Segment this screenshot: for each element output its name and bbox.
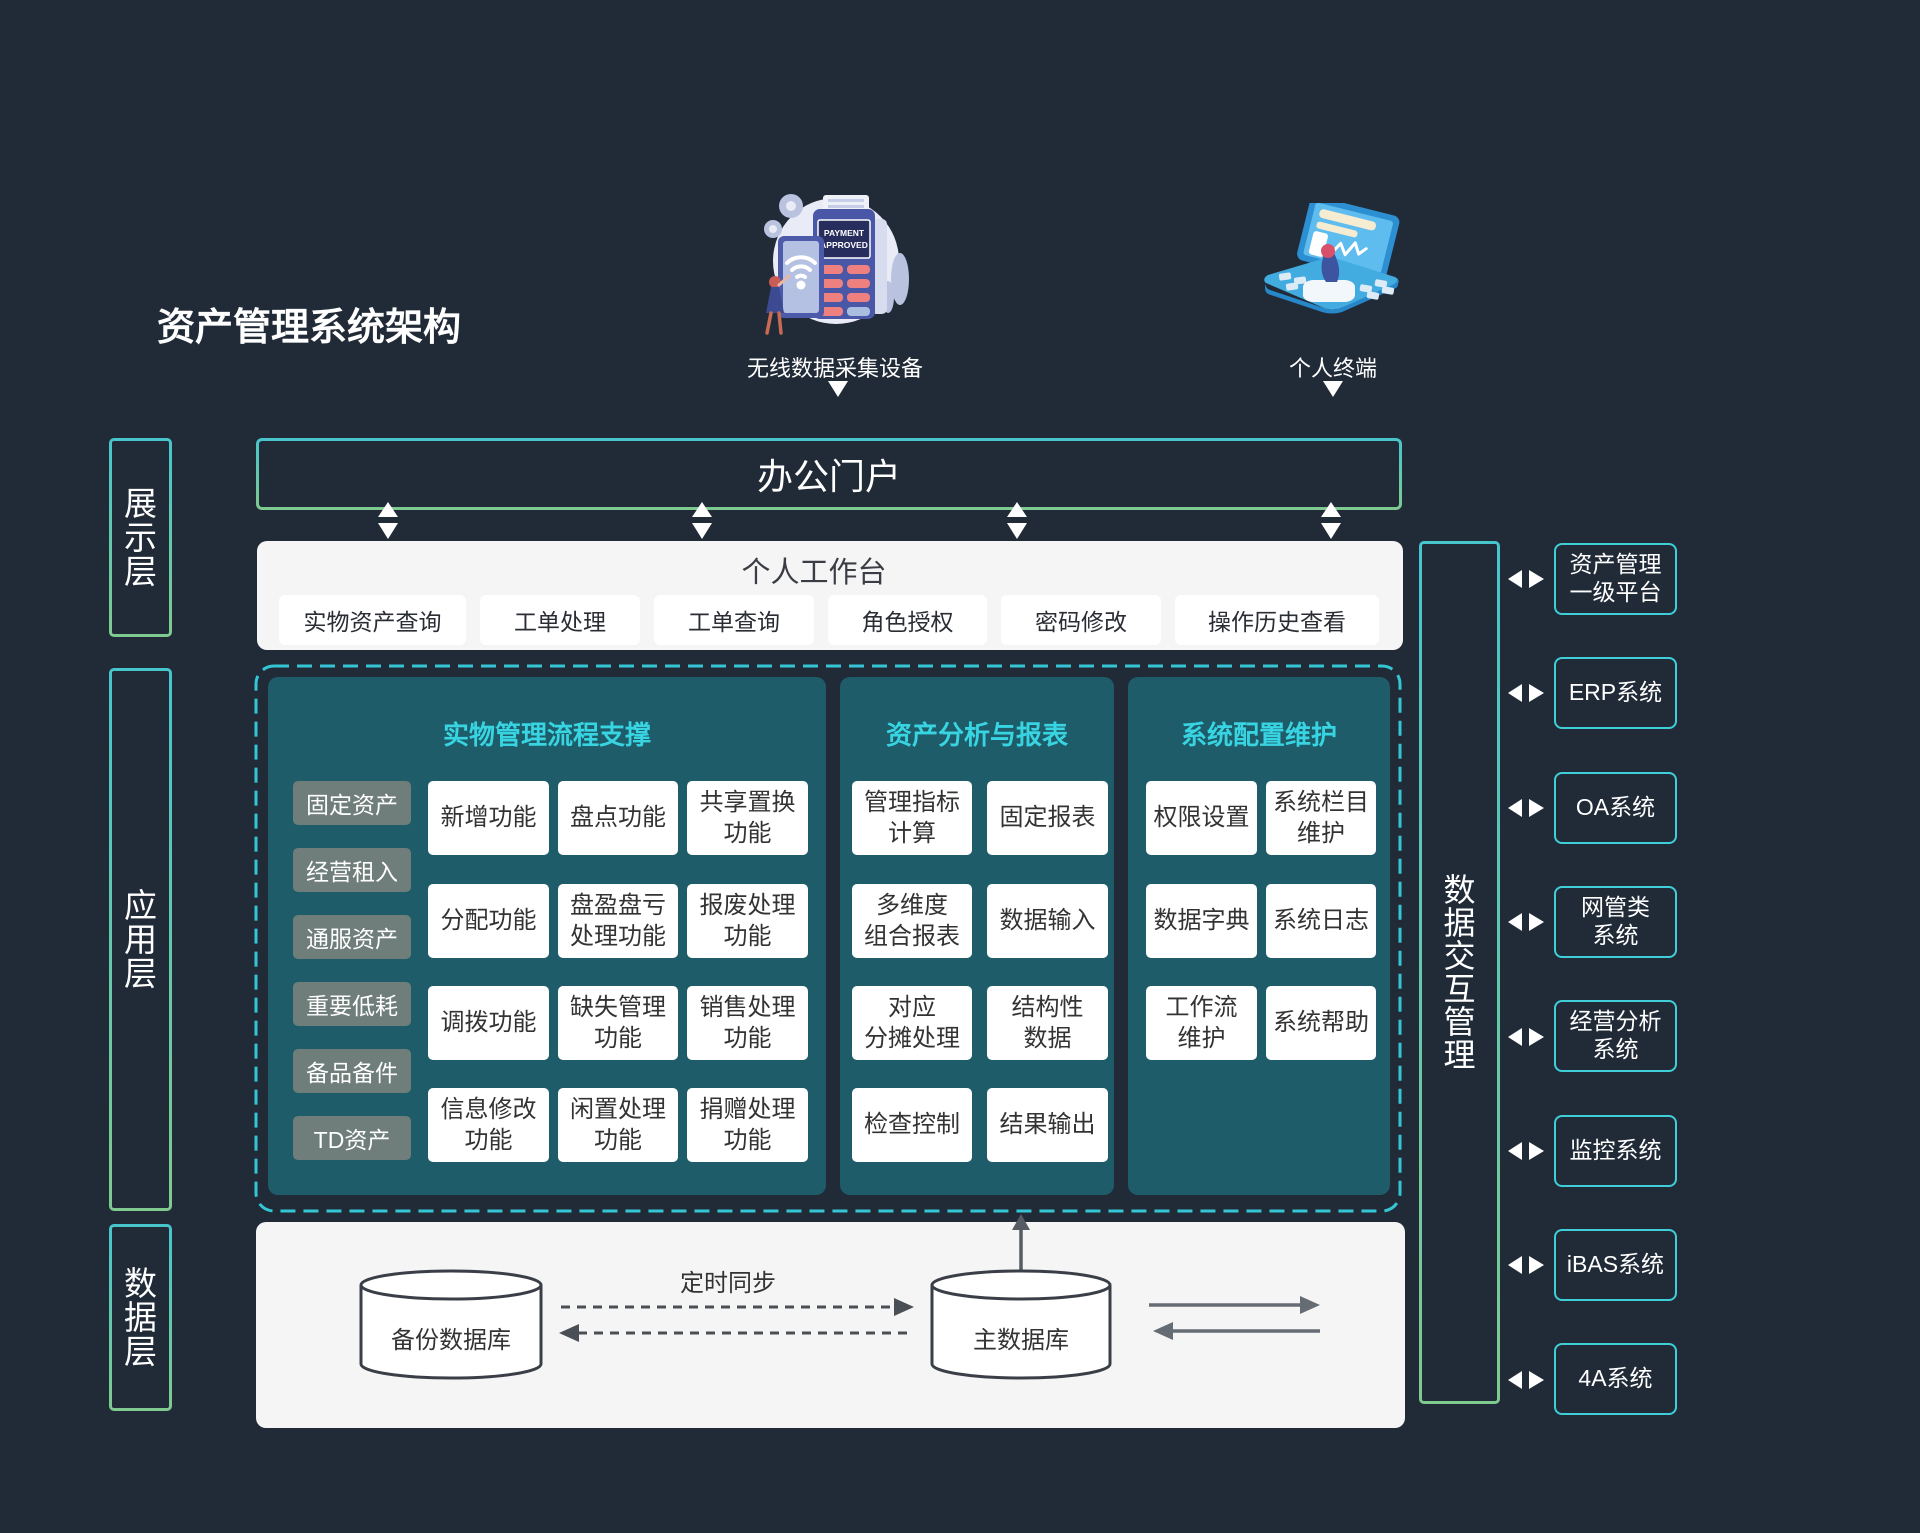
svg-text:APPROVED: APPROVED	[820, 240, 868, 250]
svg-text:PAYMENT: PAYMENT	[824, 228, 865, 238]
svg-text:主数据库: 主数据库	[973, 1327, 1069, 1354]
svg-text:备份数据库: 备份数据库	[391, 1327, 511, 1354]
svg-text:定时同步: 定时同步	[680, 1270, 776, 1297]
